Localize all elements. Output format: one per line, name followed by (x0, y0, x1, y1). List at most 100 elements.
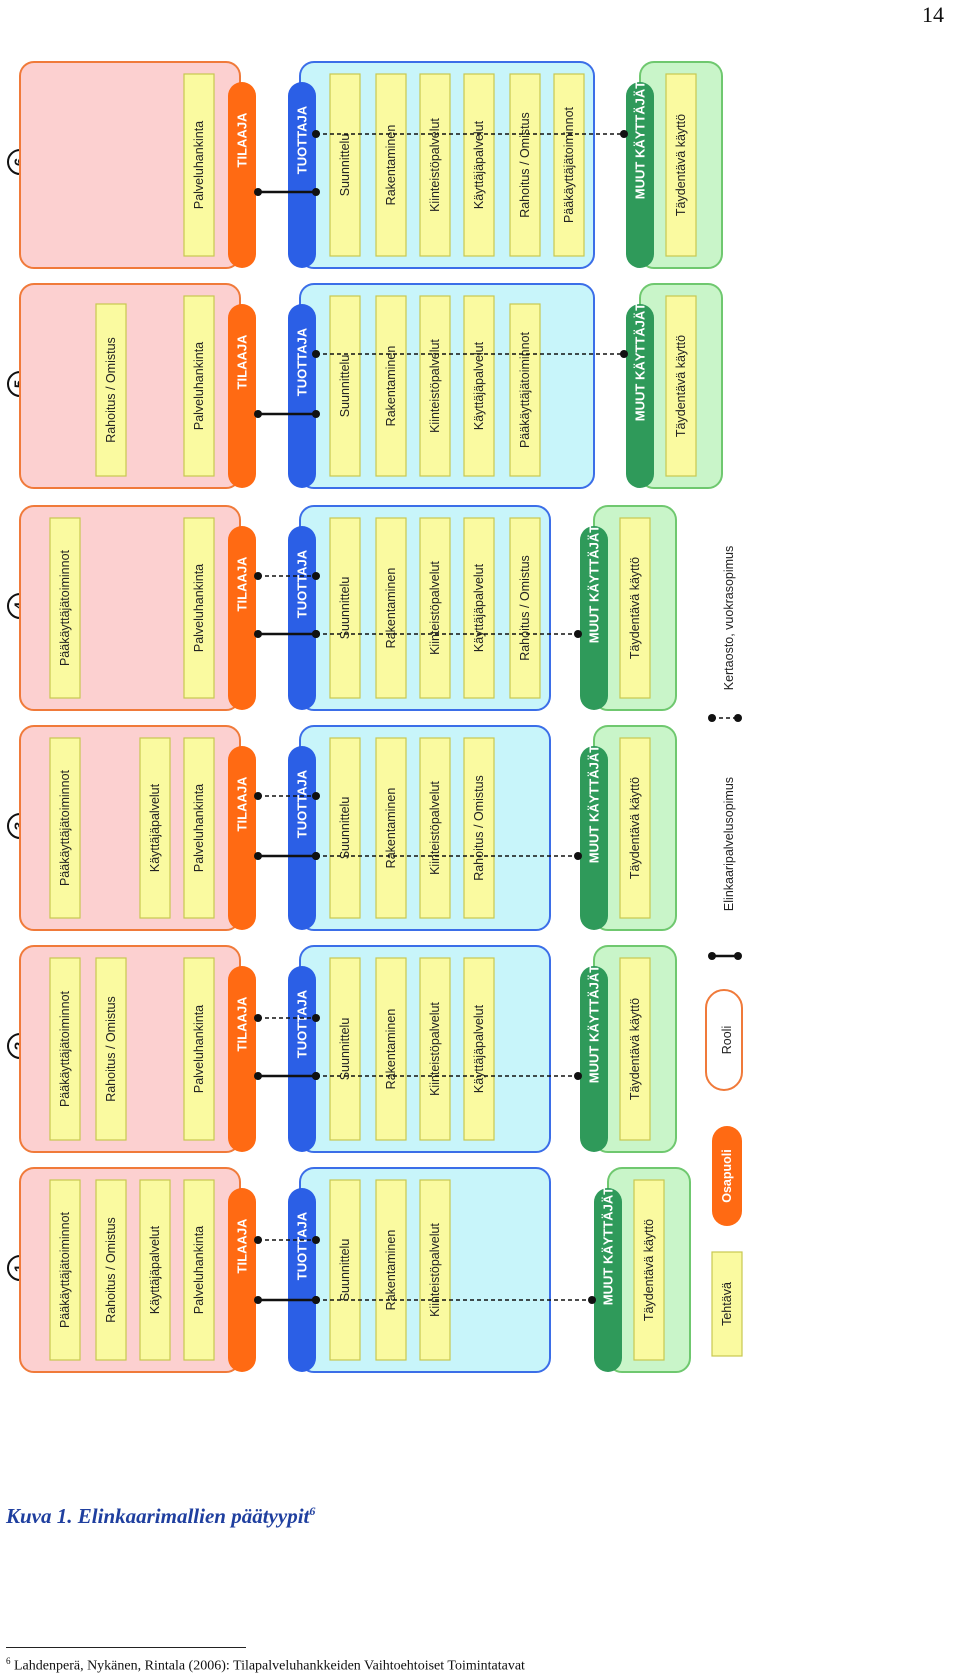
model-1-tilaaja-task-1-label: Pääkäyttäjätoiminnot (58, 1211, 72, 1328)
model-1-tuottaja-task-2 (375, 1179, 407, 1361)
model-5-tilaaja-role (228, 304, 256, 488)
model-5-tuottaja-role-label: TUOTTAJA (295, 327, 310, 396)
model-4-tuottaja-task-5 (509, 517, 541, 699)
model-6-tuottaja-role-label: TUOTTAJA (295, 105, 310, 174)
model-2-tilaaja-tuottaja-purchase-dot-start (254, 1014, 262, 1022)
model-6-tuottaja-role (288, 82, 316, 268)
model-6-tuottaja-muut-link-dot-end (620, 130, 628, 138)
model-5-tilaaja-role-label: TILAAJA (235, 334, 250, 390)
model-4-tilaaja-task-1 (49, 517, 81, 699)
model-3-tilaaja-role-label: TILAAJA (235, 776, 250, 832)
model-6-tuottaja-task-1 (329, 73, 361, 257)
legend-role-swatch (705, 989, 743, 1091)
model-5-tilaaja-tuottaja-contract-dot-end (312, 410, 320, 418)
model-5-tilaaja-tuottaja-contract-dot-start (254, 410, 262, 418)
model-4-tilaaja-tuottaja-purchase-dot-start (254, 572, 262, 580)
model-1-tuottaja-task-3 (419, 1179, 451, 1361)
caption-label: Kuva 1. (6, 1504, 73, 1528)
model-1-tilaaja-task-2 (95, 1179, 127, 1361)
model-1-tilaaja-task-4 (183, 1179, 215, 1361)
model-6-muut-task-1 (665, 73, 697, 257)
model-2-tilaaja-task-2 (95, 957, 127, 1141)
model-3-tilaaja-tuottaja-purchase-dot-start (254, 792, 262, 800)
model-3-tuottaja-muut-link-dot-end (574, 852, 582, 860)
model-5-tuottaja-task-1-label: Suunnittelu (338, 355, 352, 418)
model-2-muut-task-1-label: Täydentävä käyttö (628, 998, 642, 1100)
model-4-tuottaja-task-4-label: Käyttäjäpalvelut (472, 563, 486, 652)
model-6-tuottaja-muut-link-dot-start (312, 130, 320, 138)
model-1-tuottaja-role-label: TUOTTAJA (295, 1211, 310, 1280)
model-5-tilaaja-task-1 (95, 303, 127, 477)
model-4-tuottaja-task-3-label: Kiinteistöpalvelut (428, 561, 442, 655)
legend-party-label: Osapuoli (720, 1149, 734, 1202)
model-6-tuottaja-task-6 (553, 73, 585, 257)
legend-purchase-label: Kertaosto, vuokrasopimus (722, 546, 736, 691)
model-3-tuottaja-task-1 (329, 737, 361, 919)
model-1-tuottaja-task-2-label: Rakentaminen (384, 1230, 398, 1311)
model-6-tuottaja-task-3-label: Kiinteistöpalvelut (428, 118, 442, 212)
model-1-tuottaja-task-1 (329, 1179, 361, 1361)
model-1-tilaaja-tuottaja-contract-dot-start (254, 1296, 262, 1304)
model-3-tilaaja-task-2 (139, 737, 171, 919)
legend-contract-dot-a (708, 952, 716, 960)
model-5-muut-role-label: MUUT KÄYTTÄJÄT (633, 303, 648, 421)
model-4-tuottaja-muut-link-dot-start (312, 630, 320, 638)
model-3-tuottaja-role-label: TUOTTAJA (295, 769, 310, 838)
model-5-tuottaja-task-4-label: Käyttäjäpalvelut (472, 341, 486, 430)
model-1-tilaaja-tuottaja-purchase-dot-end (312, 1236, 320, 1244)
model-2-tilaaja-role-label: TILAAJA (235, 996, 250, 1052)
model-2-tuottaja-task-1 (329, 957, 361, 1141)
model-1-tuottaja-muut-link-dot-end (588, 1296, 596, 1304)
figure-caption: Kuva 1. Elinkaarimallien päätyypit6 (6, 1504, 315, 1529)
legend-party-swatch (712, 1126, 742, 1226)
model-2-muut-task-1 (619, 957, 651, 1141)
model-2-tuottaja-task-3-label: Kiinteistöpalvelut (428, 1002, 442, 1096)
model-3-tuottaja-muut-link-dot-start (312, 852, 320, 860)
model-5-muut-task-1-label: Täydentävä käyttö (674, 335, 688, 437)
model-2-tilaaja-task-1 (49, 957, 81, 1141)
model-6-tuottaja-task-2-label: Rakentaminen (384, 125, 398, 206)
model-5-tuottaja-muut-link-dot-start (312, 350, 320, 358)
model-4-tilaaja-role (228, 526, 256, 710)
model-1-tilaaja-task-2-label: Rahoitus / Omistus (104, 1217, 118, 1323)
model-3-muut-role-label: MUUT KÄYTTÄJÄT (587, 745, 602, 863)
model-5-tuottaja-task-2 (375, 295, 407, 477)
model-1-tilaaja-tuottaja-purchase-dot-start (254, 1236, 262, 1244)
model-1-tuottaja-muut-link-dot-start (312, 1296, 320, 1304)
model-4-tilaaja-role-label: TILAAJA (235, 556, 250, 612)
model-3-tilaaja-task-3 (183, 737, 215, 919)
model-4-tuottaja-task-2-label: Rakentaminen (384, 568, 398, 649)
model-5-tuottaja-task-5 (509, 303, 541, 477)
model-3-tilaaja-tuottaja-purchase-dot-end (312, 792, 320, 800)
legend-contract-dot-b (734, 952, 742, 960)
model-5-muut-task-1 (665, 295, 697, 477)
model-5-tuottaja-task-3-label: Kiinteistöpalvelut (428, 339, 442, 433)
model-3-tuottaja-task-3-label: Kiinteistöpalvelut (428, 781, 442, 875)
model-2-tuottaja-task-4-label: Käyttäjäpalvelut (472, 1004, 486, 1093)
model-4-tuottaja-task-1 (329, 517, 361, 699)
model-2-tilaaja-tuottaja-contract-dot-start (254, 1072, 262, 1080)
model-1-tuottaja-task-1-label: Suunnittelu (338, 1239, 352, 1302)
model-3-tuottaja-task-4 (463, 737, 495, 919)
model-3-tuottaja-task-2-label: Rakentaminen (384, 788, 398, 869)
model-4-tilaaja-task-2 (183, 517, 215, 699)
page-number: 14 (922, 2, 944, 27)
model-5-tuottaja-role (288, 304, 316, 488)
model-3-tuottaja-role (288, 746, 316, 930)
model-6-tuottaja-task-3 (419, 73, 451, 257)
model-1-muut-role (594, 1188, 622, 1372)
model-3-tilaaja-task-1-label: Pääkäyttäjätoiminnot (58, 769, 72, 886)
model-4-tuottaja-task-3 (419, 517, 451, 699)
model-2-tuottaja-task-1-label: Suunnittelu (338, 1018, 352, 1081)
model-2-tuottaja-task-2-label: Rakentaminen (384, 1009, 398, 1090)
model-3-tilaaja-task-1 (49, 737, 81, 919)
model-5-muut-role (626, 304, 654, 488)
model-2-tilaaja-task-3 (183, 957, 215, 1141)
model-5-tilaaja-task-2 (183, 295, 215, 477)
model-6-tuottaja-task-5-label: Rahoitus / Omistus (518, 112, 532, 218)
model-4-tilaaja-task-2-label: Palveluhankinta (192, 564, 206, 652)
model-3-tuottaja-task-1-label: Suunnittelu (338, 797, 352, 860)
model-4-tuottaja-role-label: TUOTTAJA (295, 549, 310, 618)
model-4-tuottaja-task-5-label: Rahoitus / Omistus (518, 555, 532, 661)
model-4-tilaaja-tuottaja-contract-dot-start (254, 630, 262, 638)
